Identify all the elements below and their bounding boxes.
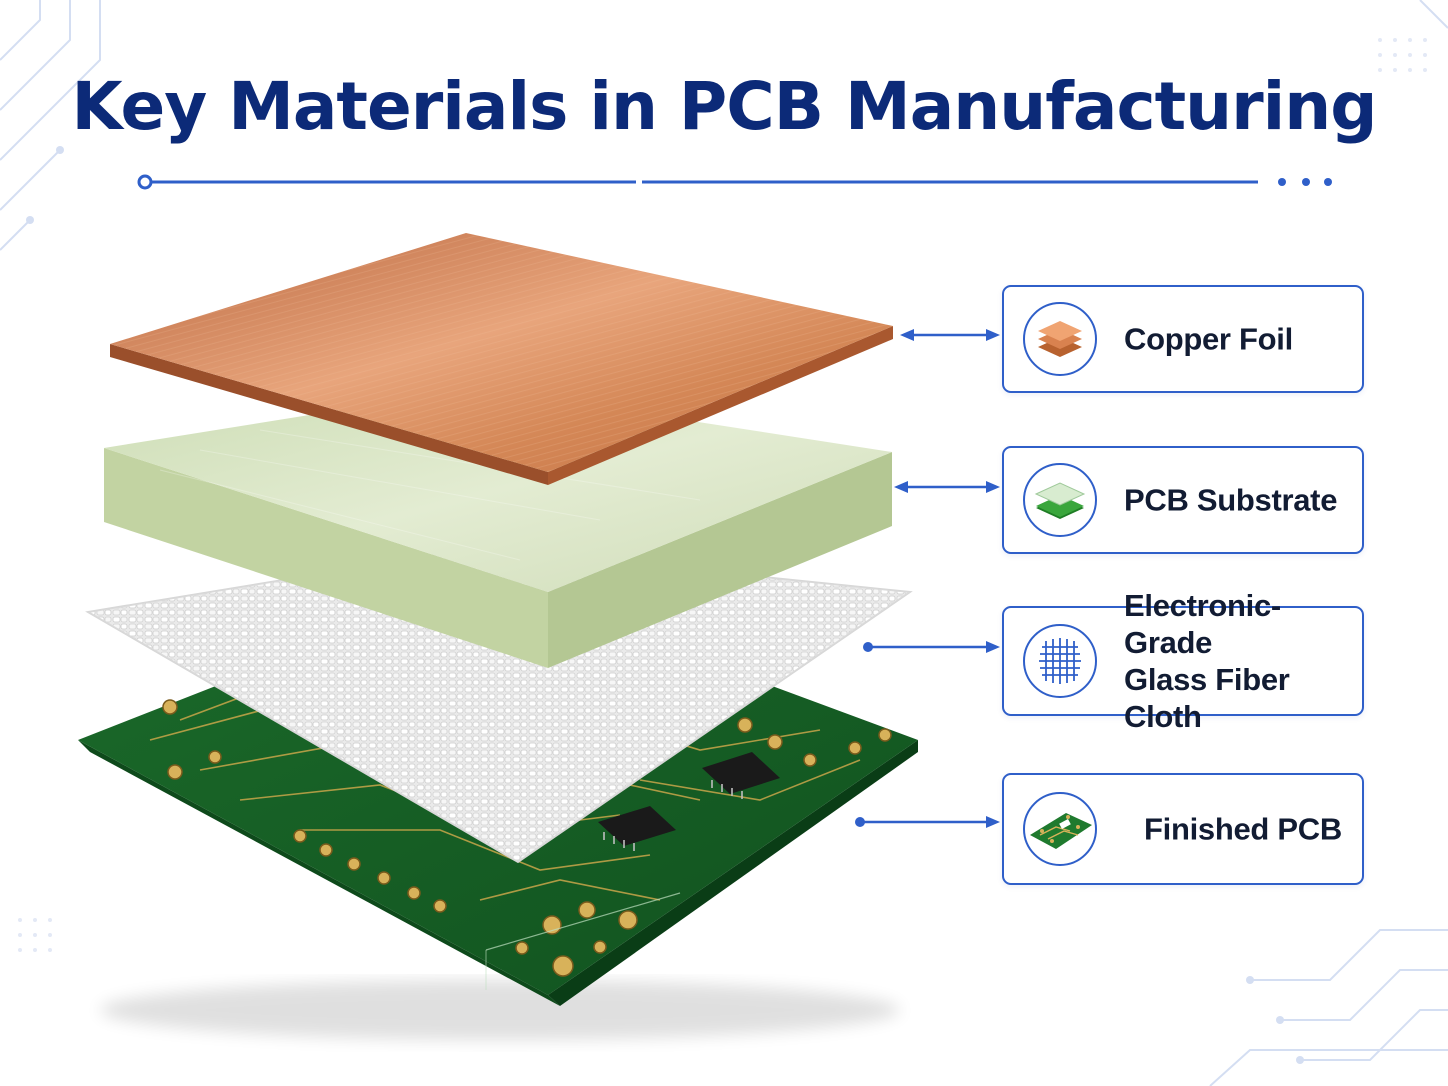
copper-foil-layer — [110, 233, 893, 485]
pcb-substrate-card: PCB Substrate — [1002, 446, 1364, 554]
pcb-substrate-label: PCB Substrate — [1124, 482, 1338, 518]
copper-foil-card: Copper Foil — [1002, 285, 1364, 393]
page-title: Key Materials in PCB Manufacturing — [71, 68, 1377, 145]
green-substrate-icon — [1023, 463, 1097, 537]
glass-fiber-cloth-label: Electronic-Grade Glass Fiber Cloth — [1124, 588, 1290, 734]
copper-foil-label: Copper Foil — [1124, 321, 1293, 357]
glass-fiber-cloth-card: Electronic-Grade Glass Fiber Cloth — [1002, 588, 1364, 734]
circuit-board-icon — [1023, 792, 1097, 866]
finished-pcb-label: Finished PCB — [1144, 811, 1342, 847]
title-underline — [137, 174, 1332, 190]
woven-mesh-icon — [1023, 624, 1097, 698]
finished-pcb-card: Finished PCB — [1002, 773, 1364, 885]
copper-sheets-icon — [1023, 302, 1097, 376]
pcb-substrate-layer — [104, 388, 892, 668]
